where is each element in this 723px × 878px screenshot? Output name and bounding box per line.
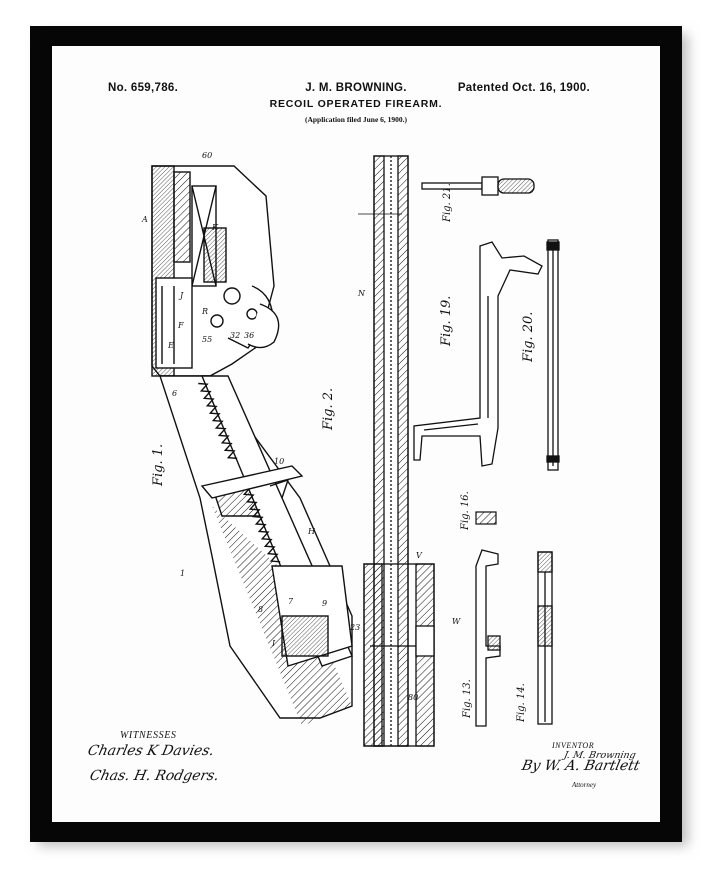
figure-13-part xyxy=(475,549,501,727)
application-date: (Application filed June 6, 1900.) xyxy=(304,115,408,124)
patent-number: No. 659,786. xyxy=(108,82,179,94)
ref-1: 1 xyxy=(180,569,185,578)
figure-16-block xyxy=(475,511,497,525)
fig-2-label: Fig. 2. xyxy=(321,388,336,431)
figure-21-pin xyxy=(421,176,535,196)
patent-sheet: No. 659,786. J. M. BROWNING. Patented Oc… xyxy=(52,46,660,822)
ref-36: 36 xyxy=(244,331,254,340)
ref-6: 6 xyxy=(172,389,177,398)
attorney-signature: By W. A. Bartlett xyxy=(520,758,642,774)
witnesses-label: WITNESSES xyxy=(120,730,177,741)
ref-8: 8 xyxy=(258,605,263,614)
figure-labels: Fig. 1. Fig. 2. Fig. 21. Fig. 19. Fig. 2… xyxy=(151,183,536,723)
witness-signature-1: Charles K Davies. xyxy=(86,743,216,759)
ref-R: R xyxy=(201,307,208,316)
ref-55: 55 xyxy=(202,335,212,344)
fig-1-label: Fig. 1. xyxy=(151,444,166,487)
inventor-name-header: J. M. BROWNING. xyxy=(305,82,407,94)
ref-K: K xyxy=(211,223,219,232)
fig-16-label: Fig. 16. xyxy=(460,491,471,531)
ref-7: 7 xyxy=(288,597,294,606)
patent-date: Patented Oct. 16, 1900. xyxy=(457,82,590,94)
figure-2-barrel xyxy=(358,155,435,747)
ref-23: 23 xyxy=(349,623,360,632)
ref-V: V xyxy=(416,551,423,560)
ref-J: J xyxy=(178,291,184,300)
fig-20-label: Fig. 20. xyxy=(521,312,536,363)
ref-10: 10 xyxy=(274,457,284,466)
ref-N: N xyxy=(357,289,366,298)
patent-title: RECOIL OPERATED FIREARM. xyxy=(269,98,443,110)
figure-14-part xyxy=(537,551,553,725)
figure-19-lever xyxy=(413,241,543,467)
ref-A: A xyxy=(141,215,148,224)
patent-drawing: Fig. 1. Fig. 2. Fig. 21. Fig. 19. Fig. 2… xyxy=(141,151,560,747)
fig-19-label: Fig. 19. xyxy=(439,296,454,347)
ref-W: W xyxy=(452,617,461,626)
inventor-label: INVENTOR xyxy=(552,741,595,750)
ref-9: 9 xyxy=(322,599,327,608)
attorney-label: Attorney xyxy=(572,781,597,789)
fig-21-label: Fig. 21. xyxy=(442,183,453,223)
ref-F: F xyxy=(177,321,184,330)
ref-32: 32 xyxy=(230,331,240,340)
fig-13-label: Fig. 13. xyxy=(462,679,473,719)
figure-20-rod xyxy=(546,239,560,471)
ref-H: H xyxy=(307,527,316,536)
ref-60: 60 xyxy=(202,151,212,160)
ref-E: E xyxy=(167,341,174,350)
ref-80: 80 xyxy=(408,693,418,702)
ref-I: I xyxy=(271,639,276,648)
reference-letters: 60 J K F E R 32 36 55 6 10 H I 8 7 9 1 A… xyxy=(141,151,461,702)
figure-1-receiver-and-stock xyxy=(151,165,353,726)
witness-signature-2: Chas. H. Rodgers. xyxy=(88,768,221,784)
fig-14-label: Fig. 14. xyxy=(516,683,527,723)
